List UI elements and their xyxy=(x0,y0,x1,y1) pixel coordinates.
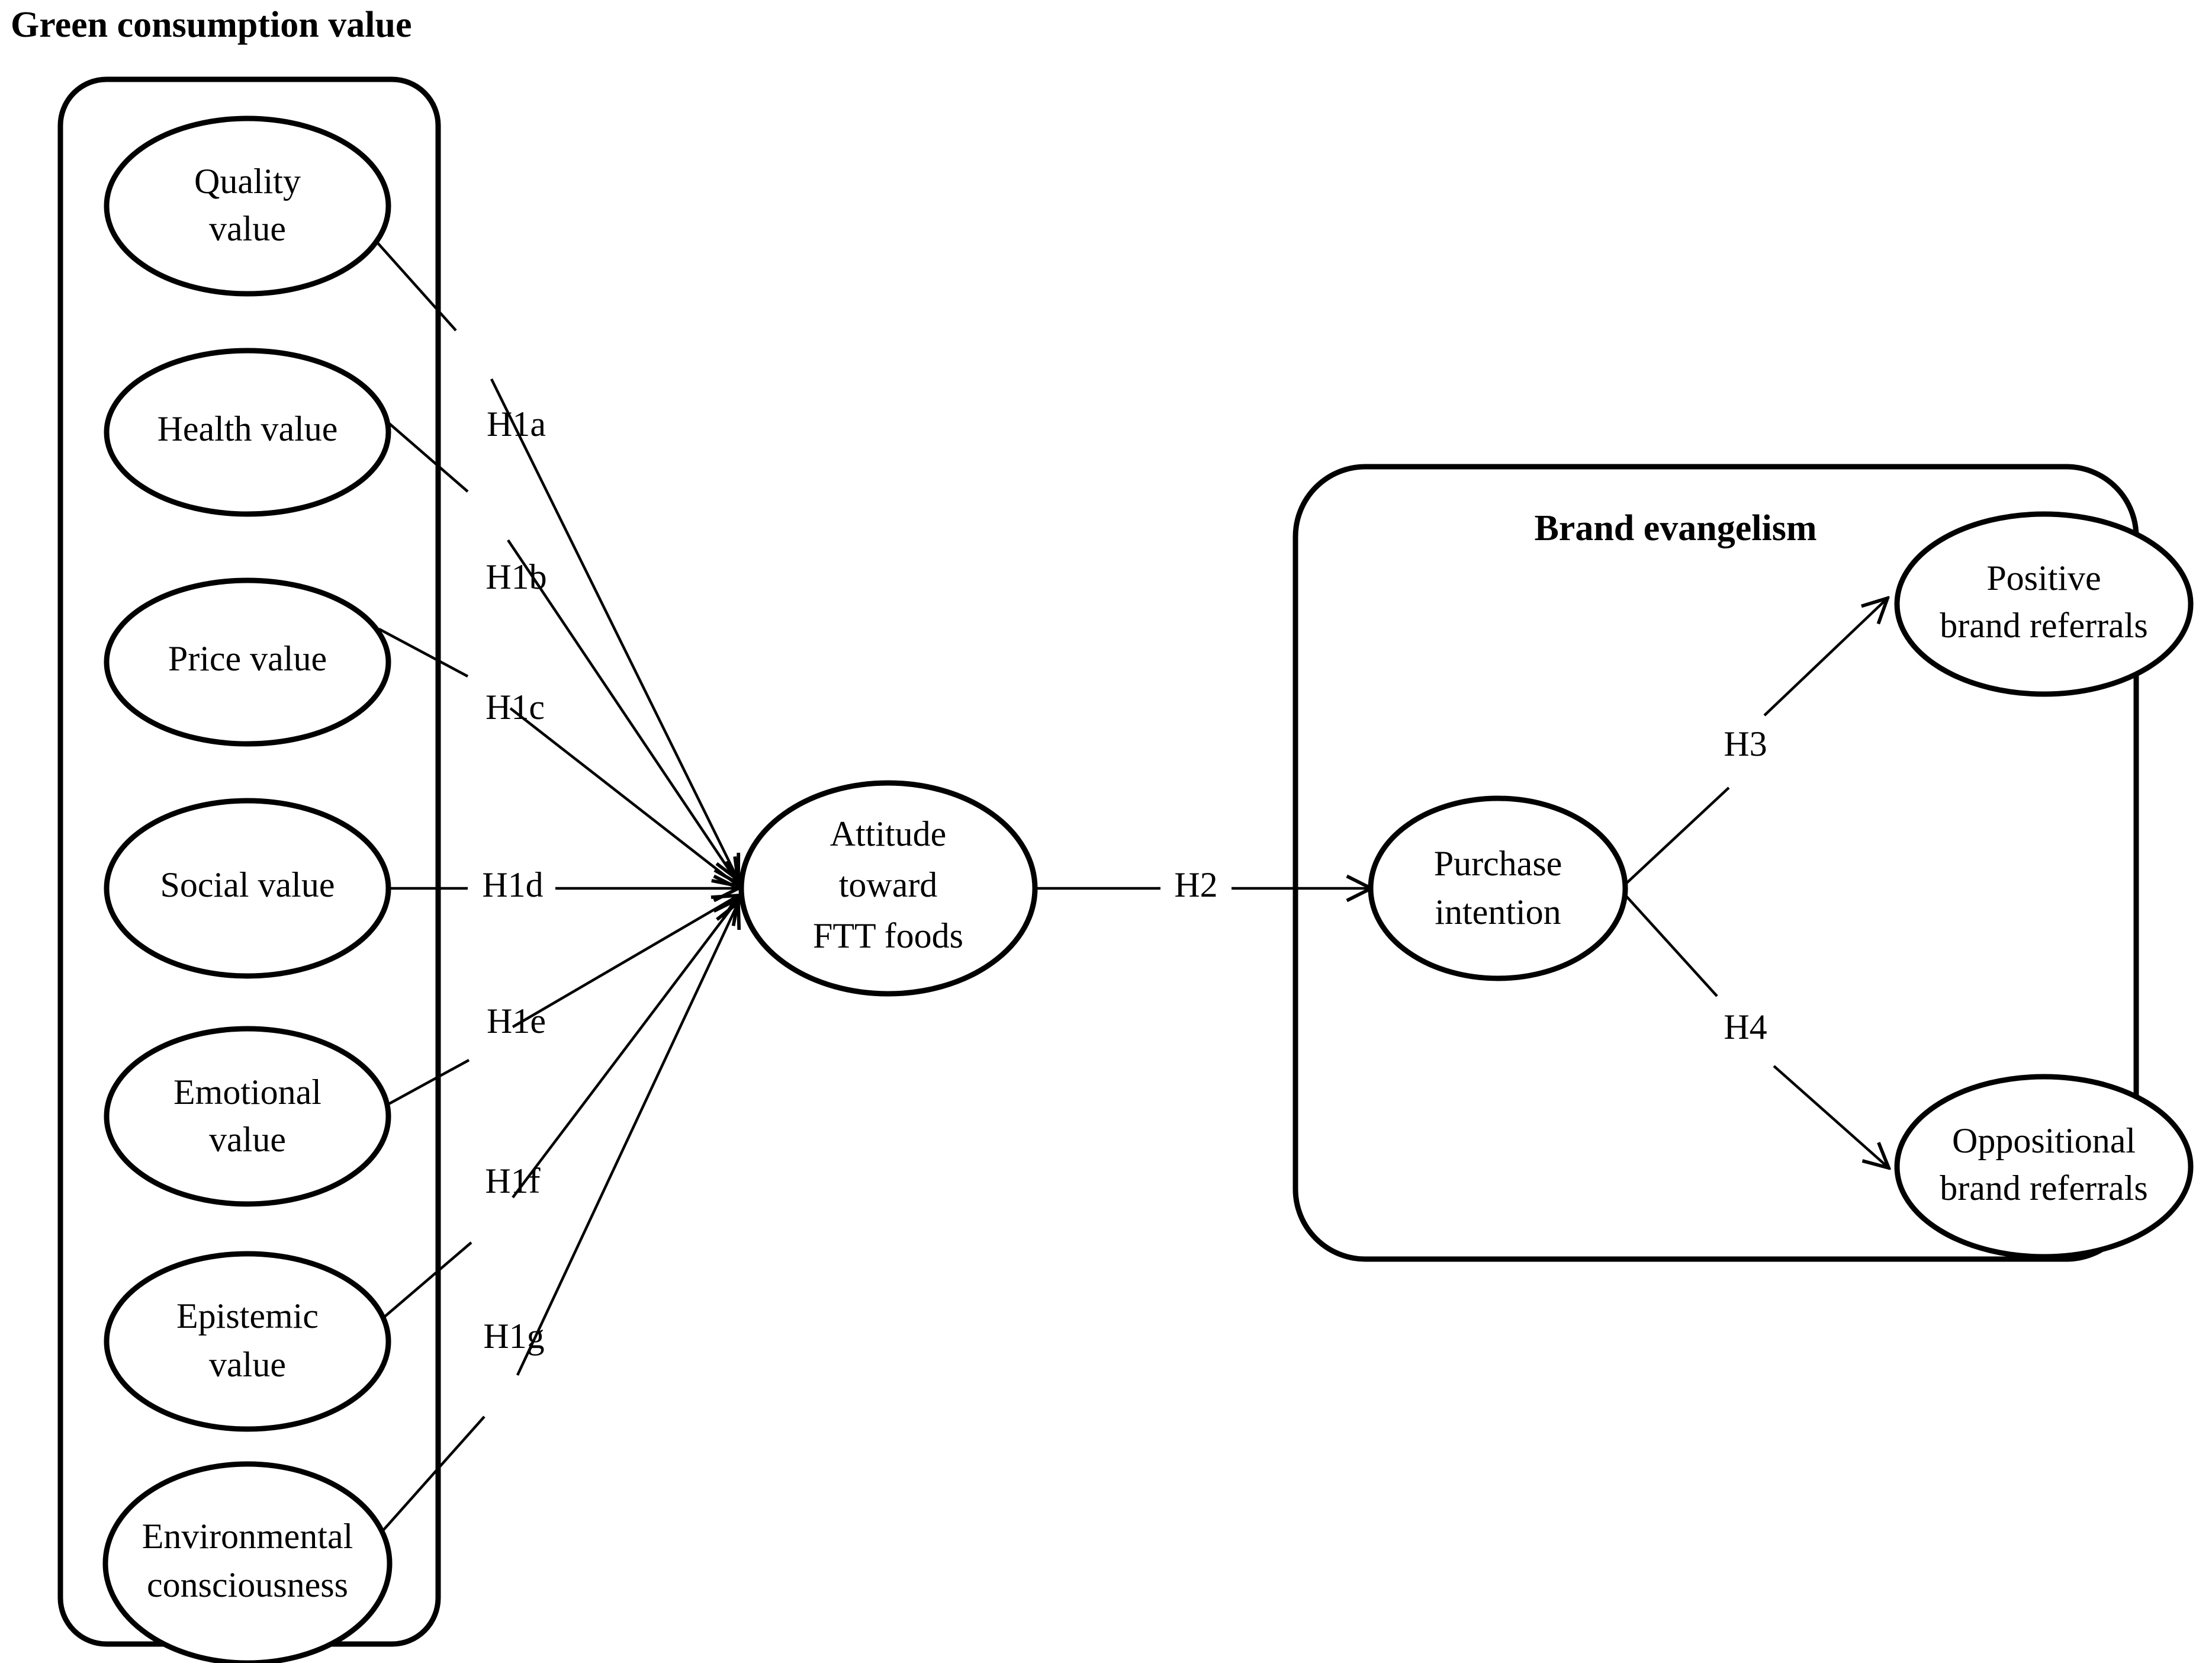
node-health-value[interactable]: Health value xyxy=(104,348,391,517)
node-social-value-line1: Social value xyxy=(160,865,335,904)
node-oppositional-brand-referrals-line1: Oppositional xyxy=(1952,1121,2136,1160)
node-positive-brand-referrals-line1: Positive xyxy=(1986,558,2101,598)
node-health-value-line1: Health value xyxy=(157,409,338,448)
node-environmental-consciousness-line2: consciousness xyxy=(147,1565,348,1604)
brand-evangelism-title: Brand evangelism xyxy=(1534,508,1816,548)
node-purchase-intention-line2: intention xyxy=(1435,893,1561,932)
edge-h1g xyxy=(378,903,738,1536)
node-purchase-intention[interactable]: Purchase intention xyxy=(1368,795,1628,981)
node-attitude-line2: toward xyxy=(839,865,938,904)
green-consumption-value-title: Green consumption value xyxy=(11,5,411,45)
node-attitude-line3: FTT foods xyxy=(813,916,963,955)
edge-h1c xyxy=(378,628,738,886)
hypothesis-label-h1d: H1d xyxy=(482,865,543,904)
node-attitude-line1: Attitude xyxy=(830,814,947,853)
hypothesis-label-h2: H2 xyxy=(1174,865,1217,904)
node-quality-value-line1: Quality xyxy=(194,162,301,201)
hypothesis-label-h1f: H1f xyxy=(485,1161,540,1200)
hypothesis-label-h1a: H1a xyxy=(487,404,546,444)
edge-h3 xyxy=(1622,598,1888,887)
edge-h1f xyxy=(380,899,738,1321)
node-social-value[interactable]: Social value xyxy=(104,798,391,979)
node-positive-brand-referrals-line2: brand referrals xyxy=(1940,606,2147,645)
node-environmental-consciousness[interactable]: Environmental consciousness xyxy=(102,1461,393,1663)
node-emotional-value-line1: Emotional xyxy=(173,1073,321,1112)
hypothesis-label-h1b: H1b xyxy=(486,557,546,596)
hypothesis-label-h1e: H1e xyxy=(487,1001,546,1041)
hypothesis-label-h4: H4 xyxy=(1724,1007,1767,1046)
node-epistemic-value[interactable]: Epistemic value xyxy=(104,1251,391,1432)
hypothesis-label-h1c: H1c xyxy=(486,688,545,727)
node-oppositional-brand-referrals-line2: brand referrals xyxy=(1940,1168,2147,1208)
node-emotional-value[interactable]: Emotional value xyxy=(104,1026,391,1207)
node-price-value-line1: Price value xyxy=(168,639,327,678)
node-positive-brand-referrals[interactable]: Positive brand referrals xyxy=(1894,511,2194,697)
node-price-value[interactable]: Price value xyxy=(104,577,391,747)
hypothesis-label-h3: H3 xyxy=(1724,724,1767,763)
edge-h1b xyxy=(378,413,738,884)
node-attitude-toward-ftt-foods[interactable]: Attitude toward FTT foods xyxy=(738,780,1038,997)
edge-h1a xyxy=(365,229,738,880)
edge-h1e xyxy=(379,895,738,1110)
node-oppositional-brand-referrals[interactable]: Oppositional brand referrals xyxy=(1894,1074,2194,1260)
brand-evangelism-container xyxy=(1293,464,2139,1262)
node-epistemic-value-line2: value xyxy=(209,1345,286,1384)
node-environmental-consciousness-line1: Environmental xyxy=(142,1517,353,1556)
node-epistemic-value-line1: Epistemic xyxy=(176,1296,319,1335)
node-quality-value[interactable]: Quality value xyxy=(104,115,391,297)
node-quality-value-line2: value xyxy=(209,209,286,248)
hypothesis-label-h1g: H1g xyxy=(483,1317,544,1356)
node-emotional-value-line2: value xyxy=(209,1120,286,1159)
node-purchase-intention-line1: Purchase xyxy=(1434,844,1562,883)
edge-h4 xyxy=(1622,892,1889,1168)
